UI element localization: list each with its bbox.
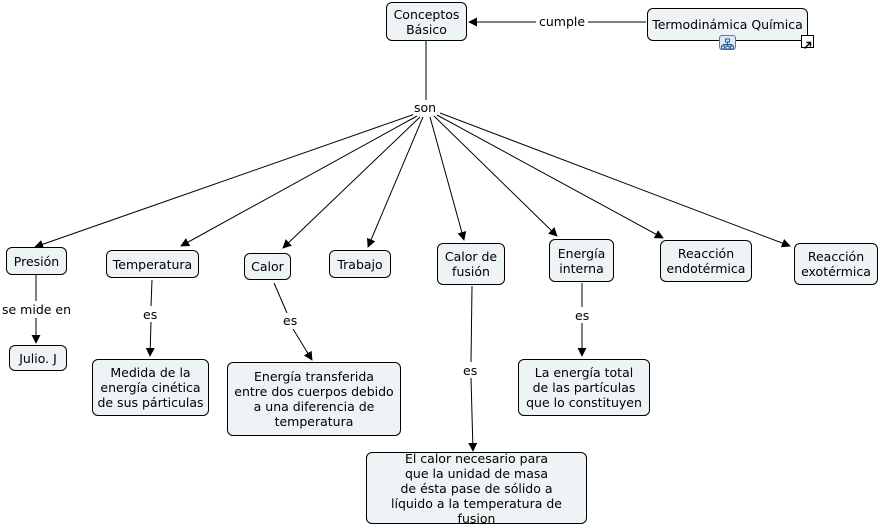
concept-def-calor-fusion[interactable]: El calor necesario para que la unidad de… [366,451,587,526]
link-label-es-temperatura[interactable]: es [142,307,159,322]
concept-energia-interna[interactable]: Energía interna [549,239,614,282]
link-label-cumple[interactable]: cumple [538,14,587,29]
concept-def-temperatura[interactable]: Medida de la energía cinética de sus pár… [92,359,209,416]
concept-reaccion-endotermica[interactable]: Reacción endotérmica [660,240,752,282]
external-link-icon[interactable] [801,35,814,49]
link-label-es-calor[interactable]: es [282,313,299,328]
link-label-son[interactable]: son [413,100,438,115]
concept-reaccion-exotermica[interactable]: Reacción exotérmica [794,243,878,285]
concept-def-calor[interactable]: Energía transferida entre dos cuerpos de… [227,362,401,436]
link-label-es-fusion[interactable]: es [462,363,479,378]
concept-map-icon[interactable] [719,35,736,50]
concept-presion[interactable]: Presión [6,247,67,275]
link-label-se-mide-en[interactable]: se mide en [1,302,73,317]
concept-temperatura[interactable]: Temperatura [106,250,199,278]
concept-trabajo[interactable]: Trabajo [329,250,391,278]
concept-calor-de-fusion[interactable]: Calor de fusión [437,243,505,285]
concept-conceptos-basico[interactable]: Conceptos Básico [386,2,467,41]
concept-calor[interactable]: Calor [244,253,291,280]
concept-def-energia-interna[interactable]: La energía total de las partículas que l… [518,359,650,416]
concept-julio[interactable]: Julio. J [9,345,67,371]
link-label-es-energia[interactable]: es [574,308,591,323]
